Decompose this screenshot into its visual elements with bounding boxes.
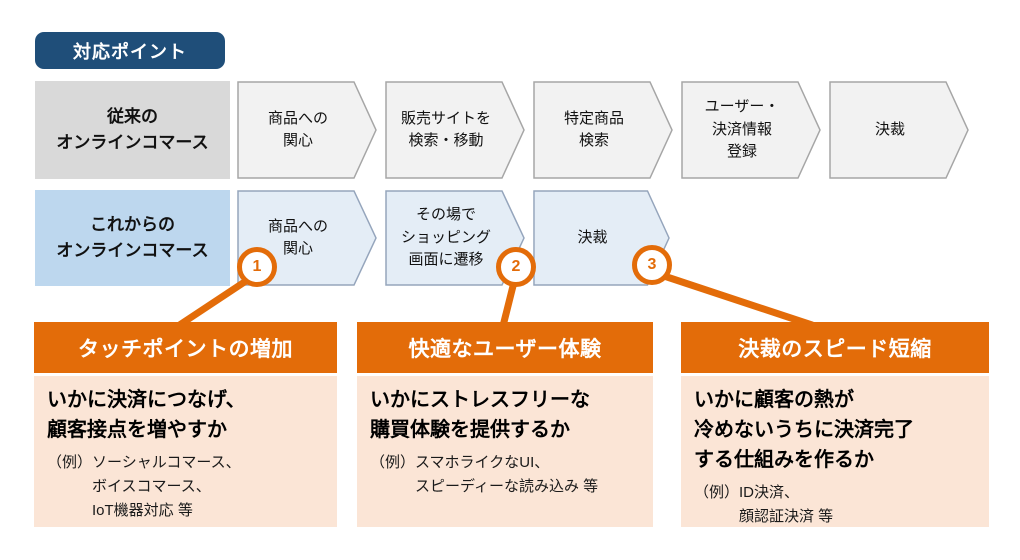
connector-line-2 — [499, 278, 518, 330]
point-box-touchpoints: タッチポイントの増加 いかに決済につなげ、 顧客接点を増やすか （例）ソーシャル… — [34, 322, 337, 527]
point-box-statement: いかにストレスフリーな 購買体験を提供するか — [370, 389, 590, 441]
point-box-examples: （例）ソーシャルコマース、 ボイスコマース、 IoT機器対応 等 — [47, 454, 241, 519]
arrow-shape-icon — [533, 81, 673, 179]
flow-step-traditional-3: 特定商品 検索 — [533, 81, 673, 179]
arrow-shape-icon — [237, 81, 377, 179]
point-box-user-experience: 快適なユーザー体験 いかにストレスフリーな 購買体験を提供するか （例）スマホラ… — [357, 322, 653, 527]
flow-step-label: 販売サイトを 検索・移動 — [400, 109, 491, 150]
point-box-title: 快適なユーザー体験 — [357, 322, 653, 373]
marker-circle-3: 3 — [632, 245, 672, 285]
flow-step-future-2: その場で ショッピング 画面に遷移 — [385, 190, 525, 286]
flow-step-traditional-4: ユーザー・ 決済情報 登録 — [681, 81, 821, 179]
flow-step-label: 決裁 — [874, 120, 905, 138]
marker-number: 2 — [511, 258, 521, 275]
flow-step-label: 商品への 関心 — [267, 217, 328, 258]
arrow-shape-icon — [385, 81, 525, 179]
flow-step-label: ユーザー・ 決済情報 登録 — [704, 98, 780, 161]
point-box-examples: （例）スマホライクなUI、 スピーディーな読み込み 等 — [370, 454, 599, 495]
marker-circle-2: 2 — [496, 247, 536, 287]
point-box-title: タッチポイントの増加 — [34, 322, 337, 373]
point-box-title: 決裁のスピード短縮 — [681, 322, 989, 373]
point-box-payment-speed: 決裁のスピード短縮 いかに顧客の熱が 冷めないうちに決済完了 する仕組みを作るか… — [681, 322, 989, 527]
connector-line-1 — [174, 275, 253, 330]
marker-circle-1: 1 — [237, 247, 277, 287]
flow-step-label: その場で ショッピング 画面に遷移 — [400, 206, 491, 269]
marker-number: 1 — [252, 258, 262, 275]
point-box-body: いかに顧客の熱が 冷めないうちに決済完了 する仕組みを作るか （例）ID決済、 … — [681, 376, 989, 527]
point-box-statement: いかに顧客の熱が 冷めないうちに決済完了 する仕組みを作るか — [694, 389, 914, 471]
row-label-traditional: 従来の オンラインコマース — [35, 81, 230, 179]
point-box-examples: （例）ID決済、 顔認証決済 等 — [694, 484, 834, 525]
point-box-body: いかに決済につなげ、 顧客接点を増やすか （例）ソーシャルコマース、 ボイスコマ… — [34, 376, 337, 527]
flow-step-label: 特定商品 検索 — [563, 109, 624, 150]
point-box-body: いかにストレスフリーな 購買体験を提供するか （例）スマホライクなUI、 スピー… — [357, 376, 653, 527]
marker-number: 3 — [647, 256, 657, 273]
connector-line-3 — [660, 272, 816, 329]
row-label-future: これからの オンラインコマース — [35, 190, 230, 286]
flow-step-label: 商品への 関心 — [267, 109, 328, 150]
page-title: 対応ポイント — [35, 32, 225, 69]
flow-step-traditional-2: 販売サイトを 検索・移動 — [385, 81, 525, 179]
flow-step-traditional-1: 商品への 関心 — [237, 81, 377, 179]
flow-step-label: 決裁 — [577, 228, 608, 246]
arrow-shape-icon — [681, 81, 821, 179]
point-box-statement: いかに決済につなげ、 顧客接点を増やすか — [47, 389, 246, 441]
arrow-shape-icon — [829, 81, 969, 179]
flow-step-traditional-5: 決裁 — [829, 81, 969, 179]
